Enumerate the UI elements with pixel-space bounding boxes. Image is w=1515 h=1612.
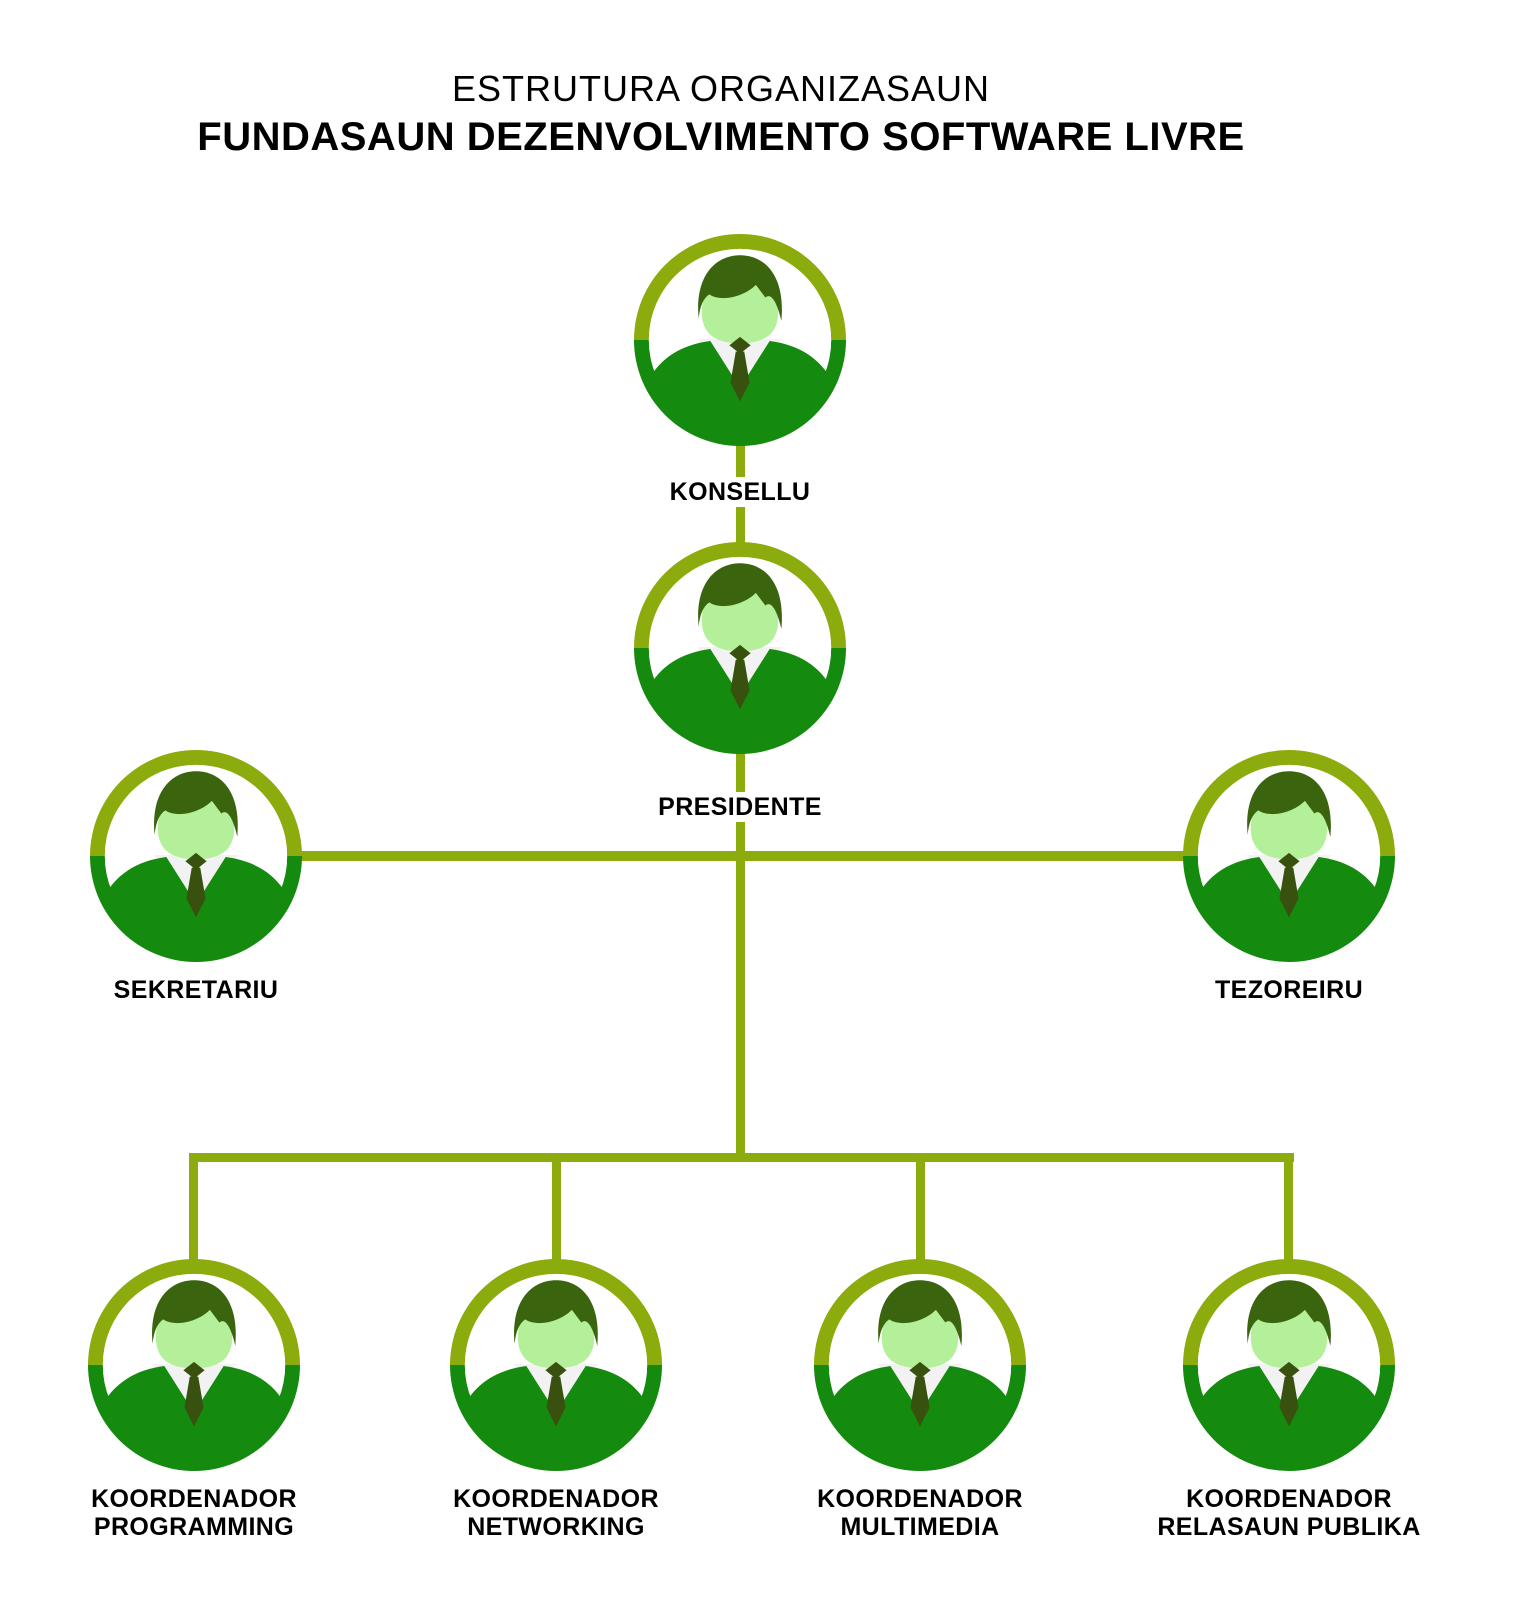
node-label-text: KOORDENADOR	[817, 1485, 1023, 1513]
node-label-presidente: PRESIDENTE	[648, 792, 832, 822]
node-label-sekretariu: SEKRETARIU	[103, 975, 289, 1005]
connector-drop-networking	[552, 1153, 561, 1365]
connector-drop-relasaun-publika	[1284, 1153, 1293, 1365]
page-title-line1: ESTRUTURA ORGANIZASAUN	[451, 68, 991, 109]
org-node-tezoreiru	[1183, 750, 1395, 962]
org-node-koordenador-relasaun-publika	[1183, 1259, 1395, 1471]
node-label-konsellu: KONSELLU	[659, 477, 821, 507]
person-avatar-icon	[814, 1259, 1026, 1471]
node-label-text: KOORDENADOR	[91, 1485, 297, 1513]
person-avatar-icon	[1183, 1259, 1395, 1471]
person-avatar-icon	[88, 1259, 300, 1471]
person-avatar-icon	[634, 234, 846, 446]
node-label-text: KONSELLU	[669, 478, 811, 506]
node-label-text: MULTIMEDIA	[840, 1513, 1000, 1541]
node-label-koordenador-networking: KOORDENADOR NETWORKING	[443, 1484, 669, 1542]
page-title-block: ESTRUTURA ORGANIZASAUN FUNDASAUN DEZENVO…	[0, 66, 1442, 162]
node-label-koordenador-multimedia: KOORDENADOR MULTIMEDIA	[807, 1484, 1033, 1542]
connector-presidente-down	[736, 648, 745, 1162]
person-avatar-icon	[90, 750, 302, 962]
node-label-text: NETWORKING	[467, 1513, 645, 1541]
person-avatar-icon	[634, 542, 846, 754]
person-avatar-icon	[1183, 750, 1395, 962]
page-title-line2: FUNDASAUN DEZENVOLVIMENTO SOFTWARE LIVRE	[197, 115, 1245, 159]
node-label-text: PRESIDENTE	[658, 793, 822, 821]
node-label-text: TEZOREIRU	[1214, 976, 1364, 1004]
node-label-text: PROGRAMMING	[93, 1513, 295, 1541]
node-label-text: RELASAUN PUBLIKA	[1157, 1513, 1421, 1541]
node-label-text: SEKRETARIU	[113, 976, 279, 1004]
org-node-koordenador-programming	[88, 1259, 300, 1471]
node-label-koordenador-programming: KOORDENADOR PROGRAMMING	[81, 1484, 307, 1542]
org-node-konsellu	[634, 234, 846, 446]
org-node-presidente	[634, 542, 846, 754]
org-node-koordenador-networking	[450, 1259, 662, 1471]
person-avatar-icon	[450, 1259, 662, 1471]
node-label-koordenador-relasaun-publika: KOORDENADOR RELASAUN PUBLIKA	[1147, 1484, 1431, 1542]
node-label-tezoreiru: TEZOREIRU	[1204, 975, 1374, 1005]
connector-drop-multimedia	[916, 1153, 925, 1365]
connector-sekretariu-tezoreiru	[196, 851, 1289, 861]
connector-drop-programming	[189, 1153, 198, 1365]
connector-bottom-bar	[189, 1153, 1294, 1162]
org-node-sekretariu	[90, 750, 302, 962]
node-label-text: KOORDENADOR	[453, 1485, 659, 1513]
org-node-koordenador-multimedia	[814, 1259, 1026, 1471]
node-label-text: KOORDENADOR	[1186, 1485, 1392, 1513]
